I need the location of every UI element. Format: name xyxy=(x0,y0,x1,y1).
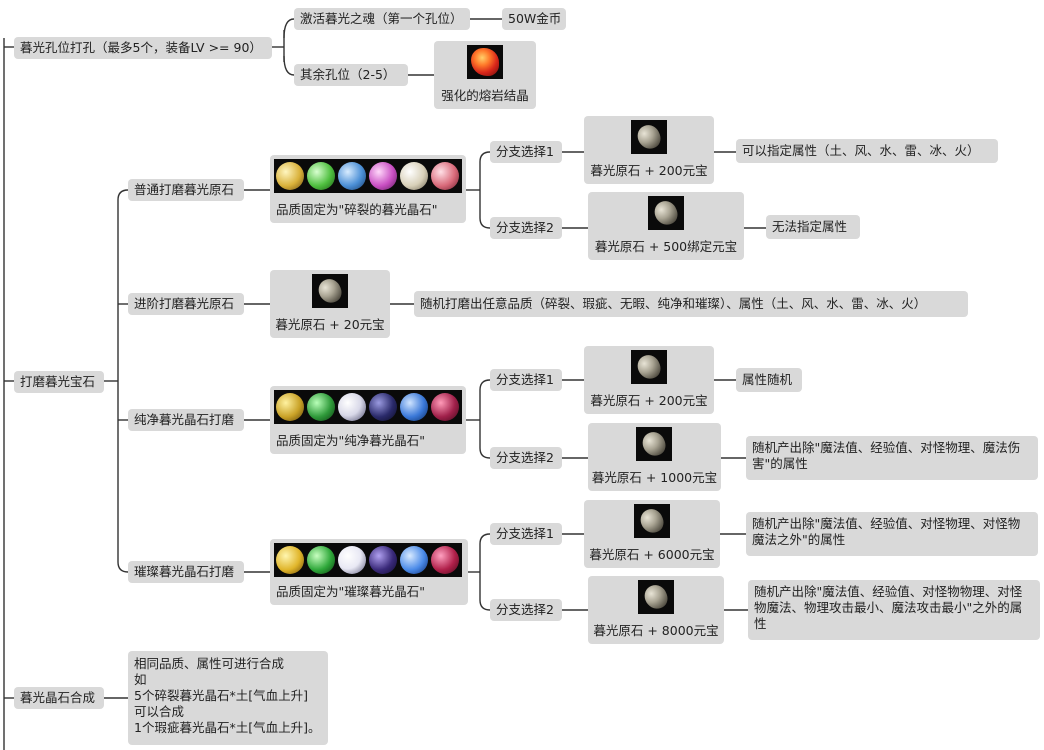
ice-gem-icon xyxy=(399,393,428,421)
node-normal-branch-1-result: 可以指定属性（土、风、水、雷、冰、火） xyxy=(736,139,998,163)
wind-gem-icon xyxy=(306,393,335,421)
wind-gem-icon xyxy=(306,162,335,190)
node-brilliant-branch-2-cost: 暮光原石 + 8000元宝 xyxy=(588,576,724,644)
twilight-ore-icon xyxy=(648,196,684,230)
cost-label: 暮光原石 + 500绑定元宝 xyxy=(594,239,738,254)
gem-strip-cracked xyxy=(274,159,462,193)
cost-label: 暮光原石 + 6000元宝 xyxy=(589,547,715,562)
wind-gem-icon xyxy=(306,546,335,574)
node-gem-synthesis: 暮光晶石合成 xyxy=(14,687,104,709)
cost-label: 暮光原石 + 8000元宝 xyxy=(593,623,719,638)
twilight-ore-icon xyxy=(631,120,667,154)
fire-gem-icon xyxy=(430,162,459,190)
node-brilliant-quality: 品质固定为"璀璨暮光晶石" xyxy=(270,539,468,605)
node-pure-branch-2-result: 随机产出除"魔法值、经验值、对怪物理、魔法伤害"的属性 xyxy=(746,436,1038,480)
twilight-ore-icon xyxy=(636,427,672,461)
node-pure-quality: 品质固定为"纯净暮光晶石" xyxy=(270,386,466,454)
earth-gem-icon xyxy=(275,162,304,190)
node-brilliant-branch-2-result: 随机产出除"魔法值、经验值、对怪物物理、对怪物魔法、物理攻击最小、魔法攻击最小"… xyxy=(748,580,1040,640)
node-advanced-cost: 暮光原石 + 20元宝 xyxy=(270,270,390,338)
water-gem-icon xyxy=(337,393,366,421)
gem-strip-brilliant xyxy=(274,543,462,577)
quality-note: 品质固定为"璀璨暮光晶石" xyxy=(276,584,425,599)
material-label: 强化的熔岩结晶 xyxy=(441,88,529,103)
cost-label: 暮光原石 + 200元宝 xyxy=(590,163,708,178)
node-normal-branch-2: 分支选择2 xyxy=(490,217,562,239)
node-brilliant-branch-2: 分支选择2 xyxy=(490,599,562,621)
twilight-ore-icon xyxy=(638,580,674,614)
node-brilliant-grind: 璀璨暮光晶石打磨 xyxy=(128,561,244,583)
node-hole-punching: 暮光孔位打孔（最多5个，装备LV >= 90） xyxy=(14,37,272,59)
fire-gem-icon xyxy=(430,546,459,574)
node-pure-branch-1-result: 属性随机 xyxy=(736,368,802,392)
node-normal-branch-1-cost: 暮光原石 + 200元宝 xyxy=(584,116,714,184)
cost-label: 暮光原石 + 20元宝 xyxy=(275,317,385,332)
node-pure-branch-2: 分支选择2 xyxy=(490,447,562,469)
twilight-ore-icon xyxy=(631,350,667,384)
water-gem-icon xyxy=(337,162,366,190)
node-pure-branch-2-cost: 暮光原石 + 1000元宝 xyxy=(588,423,721,491)
earth-gem-icon xyxy=(275,393,304,421)
twilight-ore-icon xyxy=(634,504,670,538)
cost-label: 暮光原石 + 1000元宝 xyxy=(591,470,718,485)
node-normal-branch-1: 分支选择1 xyxy=(490,141,562,163)
gem-strip-pure xyxy=(274,390,462,424)
node-pure-branch-1: 分支选择1 xyxy=(490,369,562,391)
node-synthesis-note: 相同品质、属性可进行合成 如 5个碎裂暮光晶石*土[气血上升] 可以合成 1个瑕… xyxy=(128,651,328,745)
water-gem-icon xyxy=(337,546,366,574)
node-normal-branch-2-cost: 暮光原石 + 500绑定元宝 xyxy=(588,192,744,260)
earth-gem-icon xyxy=(275,546,304,574)
node-brilliant-branch-1-cost: 暮光原石 + 6000元宝 xyxy=(584,500,720,568)
ice-gem-icon xyxy=(399,162,428,190)
quality-note: 品质固定为"纯净暮光晶石" xyxy=(276,433,425,448)
node-remaining-slots: 其余孔位（2-5） xyxy=(294,64,408,86)
node-normal-grind: 普通打磨暮光原石 xyxy=(128,179,244,201)
node-first-slot-cost: 50W金币 xyxy=(502,8,566,30)
fire-gem-icon xyxy=(430,393,459,421)
node-advanced-grind: 进阶打磨暮光原石 xyxy=(128,293,244,315)
node-pure-branch-1-cost: 暮光原石 + 200元宝 xyxy=(584,346,714,414)
twilight-ore-icon xyxy=(312,274,348,308)
node-activate-first-slot: 激活暮光之魂（第一个孔位） xyxy=(294,8,470,30)
cost-label: 暮光原石 + 200元宝 xyxy=(590,393,708,408)
node-brilliant-branch-1-result: 随机产出除"魔法值、经验值、对怪物理、对怪物魔法之外"的属性 xyxy=(746,512,1038,556)
node-grind-gems: 打磨暮光宝石 xyxy=(14,371,104,393)
node-normal-branch-2-result: 无法指定属性 xyxy=(766,215,860,239)
lava-crystal-icon xyxy=(467,45,503,79)
thunder-gem-icon xyxy=(368,546,397,574)
node-brilliant-branch-1: 分支选择1 xyxy=(490,523,562,545)
node-normal-quality: 品质固定为"碎裂的暮光晶石" xyxy=(270,155,466,223)
node-lava-crystal: 强化的熔岩结晶 xyxy=(434,41,536,109)
thunder-gem-icon xyxy=(368,393,397,421)
quality-note: 品质固定为"碎裂的暮光晶石" xyxy=(276,202,438,217)
thunder-gem-icon xyxy=(368,162,397,190)
ice-gem-icon xyxy=(399,546,428,574)
node-pure-grind: 纯净暮光晶石打磨 xyxy=(128,409,244,431)
node-advanced-result: 随机打磨出任意品质（碎裂、瑕疵、无暇、纯净和璀璨）、属性（土、风、水、雷、冰、火… xyxy=(414,291,968,317)
